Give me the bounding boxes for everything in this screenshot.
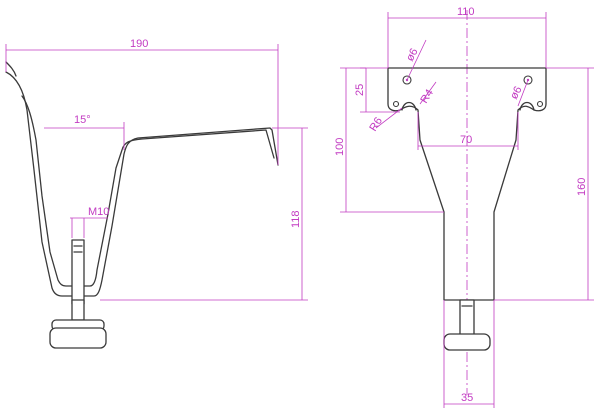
dim-160-label: 160 (576, 178, 588, 196)
side-view: 190 15° M10 118 (5, 38, 308, 349)
threaded-rod (71, 239, 85, 305)
dim-r4-leader (419, 81, 437, 105)
plate-notch-right (519, 101, 535, 111)
side-view-lip (5, 61, 17, 77)
adjuster-foot (49, 327, 107, 349)
dim-hole-leader-right (517, 79, 529, 107)
dim-r6-leader (375, 107, 403, 129)
mounting-hole-bottom-right (536, 100, 544, 108)
dim-hole-label-left: ø6 (404, 46, 421, 63)
front-view: 110 ø6 ø6 R4 R6 25 70 100 160 (334, 6, 594, 408)
dim-thread-label: M10 (88, 206, 109, 218)
adjuster-stem (71, 299, 85, 321)
dim-r6-label: R6 (367, 115, 385, 133)
dim-110-label: 110 (457, 6, 475, 18)
dim-hole-label-right: ø6 (508, 84, 525, 101)
dim-118-label: 118 (290, 210, 302, 228)
dim-35-label: 35 (461, 392, 473, 404)
dim-hole-leader-left (406, 39, 427, 81)
side-view-inner-outline (21, 95, 275, 287)
dim-190-label: 190 (130, 38, 148, 50)
side-view-outer-outline (5, 71, 279, 297)
dim-angle-label: 15° (74, 114, 91, 126)
plate-notch-left (401, 101, 417, 111)
dim-25-label: 25 (354, 84, 366, 96)
front-adjuster-foot (443, 333, 491, 351)
dim-70-label: 70 (460, 134, 472, 146)
mounting-hole-bottom-left (392, 100, 400, 108)
dim-100-label: 100 (334, 138, 346, 156)
